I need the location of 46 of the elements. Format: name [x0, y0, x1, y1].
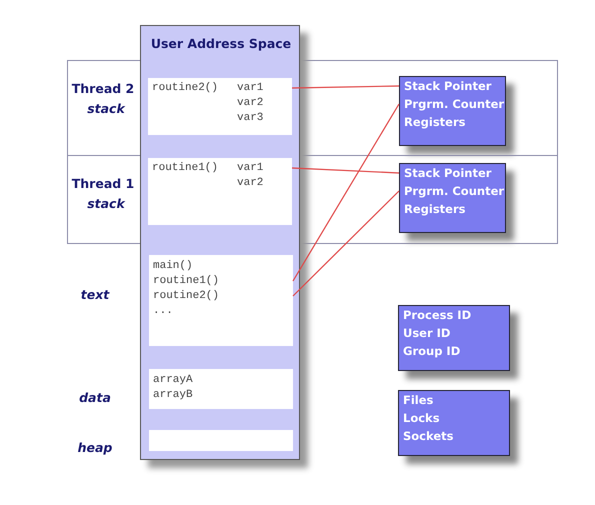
register-box	[399, 163, 506, 233]
connector-line	[292, 190, 400, 296]
register-text: Stack Pointer	[404, 79, 492, 93]
register-text: Sockets	[403, 429, 454, 443]
register-text: Prgrm. Counter	[404, 97, 504, 111]
code-text: arrayB	[153, 389, 193, 401]
code-text: routine1()	[153, 275, 220, 287]
memory-segment	[148, 78, 292, 135]
memory-segment	[149, 255, 293, 346]
code-text: var1	[237, 82, 264, 94]
band-label: stack	[86, 196, 126, 211]
connector-line	[292, 167, 400, 174]
register-text: Locks	[403, 411, 440, 425]
segment-label: text	[80, 287, 110, 302]
segment-label: heap	[76, 440, 114, 455]
register-box	[399, 76, 506, 146]
register-text: Process ID	[403, 308, 472, 322]
code-text: var3	[237, 112, 264, 124]
register-text: Stack Pointer	[404, 166, 492, 180]
register-box	[398, 390, 510, 456]
code-text: routine1()	[152, 162, 218, 174]
code-text: var2	[237, 177, 264, 189]
code-text: var2	[237, 97, 264, 109]
register-text: Registers	[404, 202, 466, 216]
register-text: User ID	[403, 326, 450, 340]
connector-line	[292, 104, 400, 282]
register-text: Group ID	[403, 344, 460, 358]
segment-label: data	[78, 390, 112, 405]
register-box	[398, 305, 510, 371]
connector-line	[292, 85, 400, 89]
code-text: routine2()	[153, 290, 220, 302]
code-text: ...	[153, 305, 173, 317]
register-text: Files	[403, 393, 434, 407]
band-label: Thread 1	[70, 176, 136, 191]
column-heading: User Address Space	[150, 36, 292, 51]
code-text: arrayA	[153, 374, 193, 386]
memory-segment	[149, 430, 293, 451]
code-text: var1	[237, 162, 264, 174]
register-text: Prgrm. Counter	[404, 184, 504, 198]
band-label: stack	[86, 101, 126, 116]
code-text: main()	[153, 260, 193, 272]
register-text: Registers	[404, 115, 466, 129]
memory-segment	[148, 158, 292, 225]
memory-segment	[149, 369, 293, 409]
code-text: routine2()	[152, 82, 218, 94]
band-label: Thread 2	[70, 81, 136, 96]
